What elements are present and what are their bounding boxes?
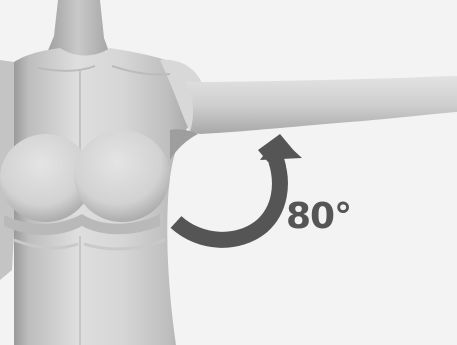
right-breast (74, 130, 170, 222)
angle-label: 80° (286, 199, 351, 235)
